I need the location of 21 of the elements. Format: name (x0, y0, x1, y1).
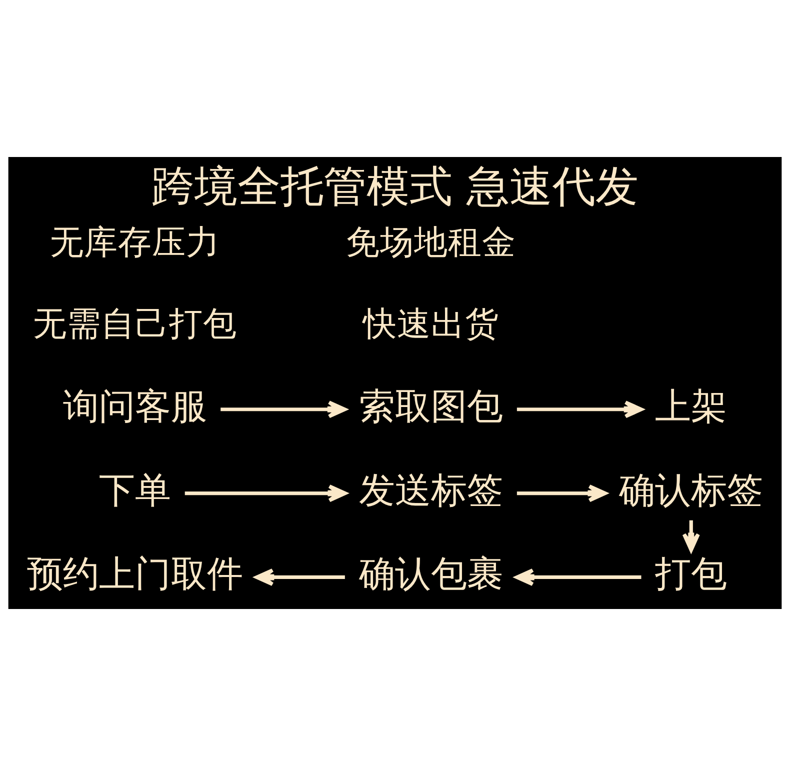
node-text: 确认标签 (619, 470, 764, 512)
arrow (254, 568, 345, 586)
arrow (184, 484, 347, 502)
node-text: 索取图包 (358, 386, 503, 428)
label: 无需自己打包 (32, 304, 237, 343)
arrow (682, 520, 700, 552)
node-text: 预约上门取件 (26, 554, 243, 596)
node-text: 打包 (655, 554, 728, 596)
label: 免场地租金 (346, 222, 516, 262)
diagram-title: 跨境全托管模式 急速代发 (152, 162, 638, 212)
label: 快速出货 (362, 304, 499, 343)
label: 无库存压力 (50, 222, 220, 262)
node-text: 询问客服 (62, 386, 207, 428)
node-text: 发送标签 (358, 470, 503, 512)
node-text: 确认包裹 (358, 554, 503, 596)
arrow (220, 400, 347, 418)
node-text: 下单 (98, 470, 171, 512)
arrow (515, 568, 642, 586)
arrow (516, 400, 644, 418)
node-text: 上架 (655, 386, 728, 428)
arrow (516, 484, 607, 502)
